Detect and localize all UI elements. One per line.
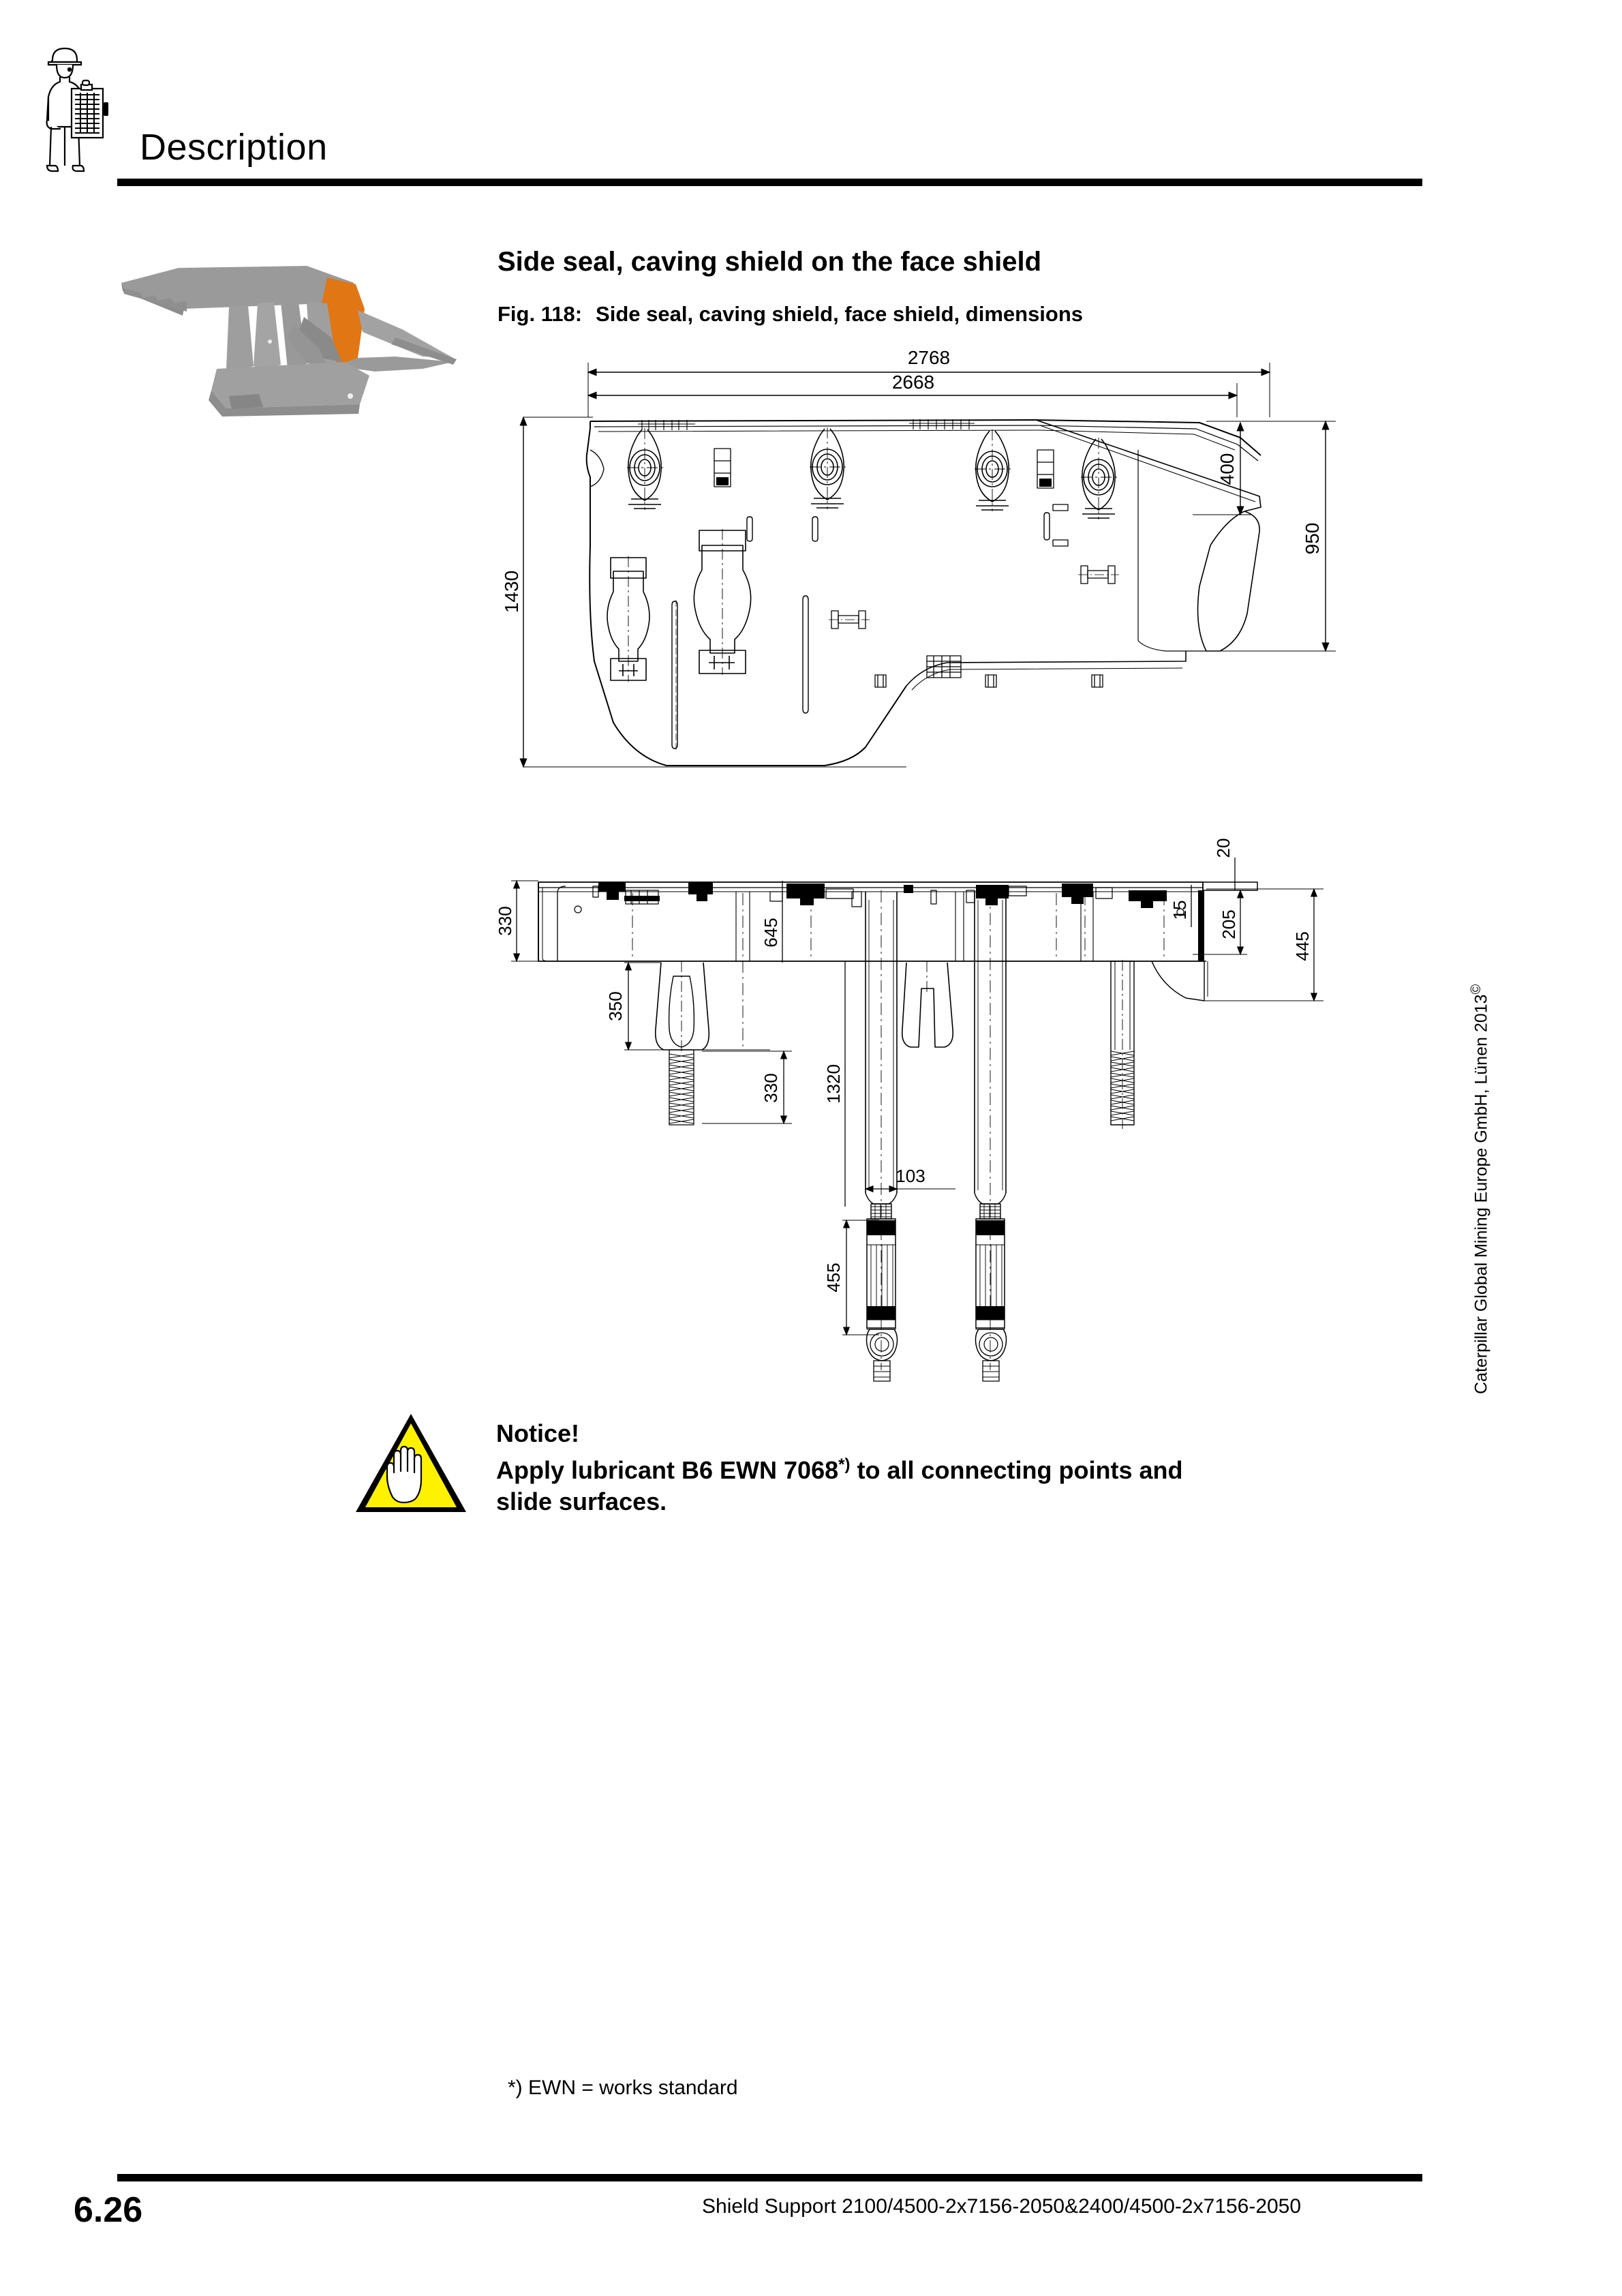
inspector-with-clipboard-icon <box>37 40 119 179</box>
dim-label-330-a: 330 <box>498 906 515 935</box>
figure-caption: Fig. 118: Side seal, caving shield, face … <box>498 302 1083 327</box>
dim-label-1430: 1430 <box>501 571 522 613</box>
dim-label-20: 20 <box>1213 839 1234 858</box>
figure-number: Fig. 118: <box>498 302 583 326</box>
technical-drawing-side-view: 330 350 645 330 1320 <box>498 825 1397 1391</box>
header-divider <box>117 179 1422 186</box>
section-title: Side seal, caving shield on the face shi… <box>498 247 1042 277</box>
figure-caption-text: Side seal, caving shield, face shield, d… <box>596 302 1084 326</box>
copyright-notice: Caterpillar Global Mining Europe GmbH, L… <box>1469 440 1491 1394</box>
dim-label-2668: 2668 <box>892 372 934 393</box>
dim-label-1320: 1320 <box>823 1064 844 1104</box>
page-title: Description <box>140 127 328 168</box>
dim-label-15: 15 <box>1169 901 1190 920</box>
dim-label-330-b: 330 <box>761 1073 781 1102</box>
dim-label-350: 350 <box>605 991 626 1021</box>
dim-label-645: 645 <box>761 918 781 947</box>
dim-label-103: 103 <box>896 1166 925 1186</box>
shield-support-3d-render <box>102 235 474 426</box>
notice-footnote-marker: *) <box>838 1455 851 1474</box>
technical-drawing-plan-view: 2768 2668 1430 400 950 <box>498 341 1397 818</box>
dim-label-455: 455 <box>823 1263 844 1292</box>
footnote: *) EWN = works standard <box>508 2076 738 2099</box>
dim-label-445: 445 <box>1292 931 1313 961</box>
page-number: 6.26 <box>74 2190 143 2230</box>
footer-document-title: Shield Support 2100/4500-2x7156-2050&240… <box>702 2195 1302 2218</box>
dim-label-2768: 2768 <box>908 347 950 368</box>
copyright-text: Caterpillar Global Mining Europe GmbH, L… <box>1471 994 1491 1394</box>
dim-label-950: 950 <box>1302 523 1323 555</box>
copyright-symbol: © <box>1469 984 1484 995</box>
notice-line1-post: to all connecting points and <box>850 1456 1183 1484</box>
notice-body: Apply lubricant B6 EWN 7068*) to all con… <box>496 1449 1396 1517</box>
notice-message: Notice! Apply lubricant B6 EWN 7068*) to… <box>496 1418 1396 1517</box>
notice-line2: slide surfaces. <box>496 1487 667 1515</box>
footer-divider <box>117 2174 1422 2181</box>
dim-label-400: 400 <box>1216 453 1238 485</box>
notice-line1-pre: Apply lubricant B6 EWN 7068 <box>496 1456 839 1484</box>
dim-label-205: 205 <box>1219 909 1239 939</box>
warning-triangle-hand-icon <box>353 1410 469 1515</box>
notice-heading: Notice! <box>496 1419 580 1447</box>
